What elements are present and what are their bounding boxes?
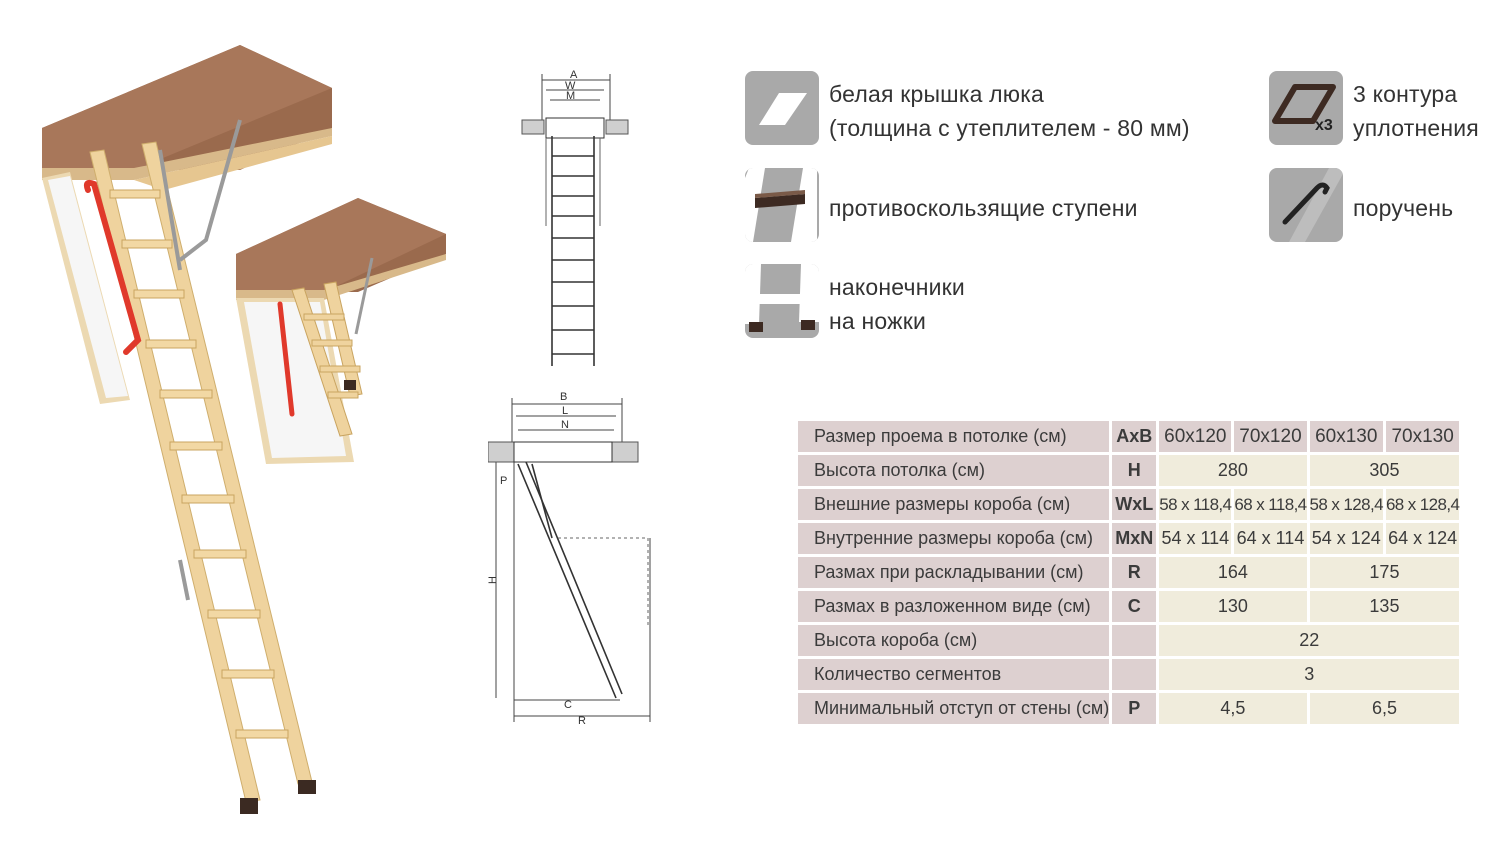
dim-label-l: L <box>562 405 568 417</box>
table-cell: 6,5 <box>1309 693 1460 724</box>
table-row: Высота потолка (см) H 280 305 <box>798 455 1460 486</box>
table-row: Внутренние размеры короба (см) MxN 54 x … <box>798 523 1460 554</box>
dim-label-n: N <box>561 419 569 431</box>
table-row: Минимальный отступ от стены (см) P 4,5 6… <box>798 693 1460 724</box>
table-cell: 22 <box>1159 625 1460 656</box>
row-label: Высота потолка (см) <box>798 455 1110 486</box>
size-header: 70x130 <box>1385 421 1460 452</box>
dim-label-b: B <box>560 391 567 403</box>
ladder-illustration-large <box>42 45 332 814</box>
row-code: WxL <box>1112 489 1157 520</box>
table-cell: 58 x 118,4 <box>1159 489 1232 520</box>
table-cell: 68 x 128,4 <box>1385 489 1460 520</box>
row-code: P <box>1112 693 1157 724</box>
table-cell: 58 x 128,4 <box>1309 489 1384 520</box>
dim-label-w: W <box>565 80 576 92</box>
table-cell: 305 <box>1309 455 1460 486</box>
row-label: Внешние размеры короба (см) <box>798 489 1110 520</box>
row-code: H <box>1112 455 1157 486</box>
anti-slip-step-icon <box>745 168 819 242</box>
row-label: Минимальный отступ от стены (см) <box>798 693 1110 724</box>
size-header: 60x120 <box>1159 421 1232 452</box>
table-cell: 64 x 124 <box>1385 523 1460 554</box>
row-label: Количество сегментов <box>798 659 1110 690</box>
table-cell: 68 x 118,4 <box>1234 489 1307 520</box>
feature-leg-tips-line2: на ножки <box>829 308 927 334</box>
feature-seal-line2: уплотнения <box>1353 115 1479 141</box>
handrail-icon <box>1269 168 1343 242</box>
row-label: Размах при раскладывании (см) <box>798 557 1110 588</box>
size-header: 70x120 <box>1234 421 1307 452</box>
dim-label-a: A <box>570 69 578 81</box>
hatch-cover-icon <box>745 71 819 145</box>
row-code: AxB <box>1112 421 1157 452</box>
seal-badge: x3 <box>1315 117 1333 134</box>
table-row: Количество сегментов 3 <box>798 659 1460 690</box>
table-cell: 164 <box>1159 557 1307 588</box>
row-label: Высота короба (см) <box>798 625 1110 656</box>
seal-contour-icon: x3 <box>1269 71 1343 145</box>
feature-handrail: поручень <box>1353 195 1454 221</box>
table-row: Размах в разложенном виде (см) C 130 135 <box>798 591 1460 622</box>
table-cell: 280 <box>1159 455 1307 486</box>
ladder-illustration-folded <box>236 198 446 464</box>
row-code: MxN <box>1112 523 1157 554</box>
table-cell: 130 <box>1159 591 1307 622</box>
row-code: C <box>1112 591 1157 622</box>
dim-label-m: M <box>566 90 575 102</box>
feature-hatch-cover-line2: (толщина с утеплителем - 80 мм) <box>829 115 1190 141</box>
dim-label-c: C <box>564 699 572 711</box>
leg-tip-icon <box>745 264 819 338</box>
feature-leg-tips-line1: наконечники <box>829 274 965 300</box>
table-row: Внешние размеры короба (см) WxL 58 x 118… <box>798 489 1460 520</box>
table-cell: 54 x 124 <box>1309 523 1383 554</box>
row-label: Размер проема в потолке (см) <box>798 421 1110 452</box>
feature-hatch-cover-line1: белая крышка люка <box>829 81 1045 107</box>
feature-seal-line1: 3 контура <box>1353 81 1458 107</box>
dim-label-p: P <box>500 475 507 487</box>
row-code <box>1112 659 1157 690</box>
table-cell: 4,5 <box>1159 693 1307 724</box>
row-label: Внутренние размеры короба (см) <box>798 523 1110 554</box>
table-cell: 64 x 114 <box>1234 523 1307 554</box>
table-cell: 175 <box>1309 557 1460 588</box>
table-cell: 3 <box>1159 659 1460 690</box>
table-cell: 135 <box>1309 591 1460 622</box>
row-code <box>1112 625 1157 656</box>
side-view-drawing: B L N P H C R <box>488 391 651 727</box>
table-row: Размах при раскладывании (см) R 164 175 <box>798 557 1460 588</box>
row-label: Размах в разложенном виде (см) <box>798 591 1110 622</box>
dim-label-h: H <box>488 576 499 584</box>
table-cell: 54 x 114 <box>1159 523 1232 554</box>
row-code: R <box>1112 557 1157 588</box>
spec-table: Размер проема в потолке (см) AxB 60x120 … <box>795 418 1462 727</box>
size-header: 60x130 <box>1309 421 1383 452</box>
table-row: Высота короба (см) 22 <box>798 625 1460 656</box>
dim-label-r: R <box>578 715 586 727</box>
table-row: Размер проема в потолке (см) AxB 60x120 … <box>798 421 1460 452</box>
front-view-drawing: A W M <box>521 69 629 366</box>
feature-anti-slip-steps: противоскользящие ступени <box>829 195 1138 221</box>
